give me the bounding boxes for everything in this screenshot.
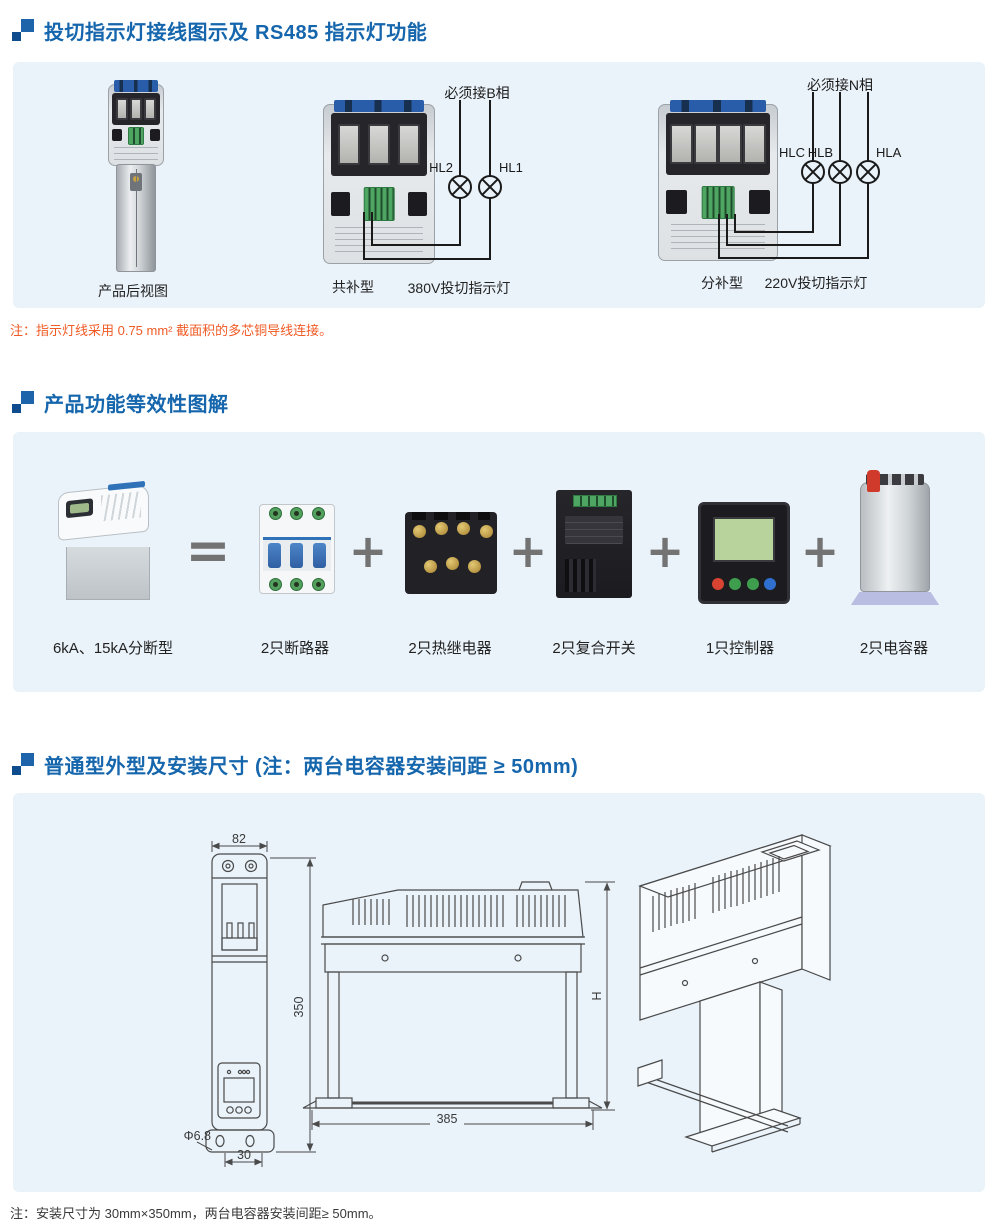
terminal-strip [669, 100, 767, 112]
section3-header: 普通型外型及安装尺寸 (注：两台电容器安装间距 ≥ 50mm) [12, 750, 578, 779]
indicator-connector [701, 185, 735, 219]
rear-view-label: 产品后视图 [98, 283, 168, 299]
switch-heatsink [565, 559, 596, 592]
dim-hole-diameter: Φ6.8 [184, 1129, 211, 1143]
dimension-drawings-svg: 82 350 30 Φ6.8 [184, 832, 832, 1167]
controller-lcd [713, 517, 775, 562]
phase-b-note: 必须接B相 [444, 85, 510, 101]
switch-terminal-strip [572, 495, 618, 508]
product-rear-view-image [108, 80, 164, 166]
side-view-dimension-lines [311, 881, 615, 1130]
lcd-screen [66, 498, 93, 518]
lamps-380v [448, 175, 502, 199]
terminal-strip [113, 80, 159, 92]
plus-sign: + [508, 524, 548, 578]
section1-header: 投切指示灯接线图示及 RS485 指示灯功能 [12, 16, 427, 45]
lamp-label-hlc: HLC [779, 145, 805, 160]
rj45-port-icon [112, 129, 122, 141]
section-bullet-icon [12, 391, 34, 414]
relay-label: 2只热继电器 [408, 640, 492, 657]
wiring-note: 注：指示灯线采用 0.75 mm² 截面积的多芯铜导线连接。 [10, 323, 333, 338]
rj45-port-icon [748, 190, 770, 214]
label-text-lines [670, 224, 766, 253]
breaker-label: 2只断路器 [260, 640, 330, 657]
dim-h: H [590, 991, 604, 1000]
product-body [65, 546, 150, 600]
common-type-label: 共补型 [332, 279, 374, 295]
product-head [58, 480, 149, 541]
blue-stripe [107, 480, 145, 491]
smart-capacitor-image [58, 480, 166, 602]
capacitor-body [860, 482, 930, 592]
dim-height: 350 [292, 997, 306, 1018]
capacitor-label: 2只电容器 [859, 640, 929, 657]
terminal-block [112, 93, 160, 125]
indicator-connector [127, 126, 145, 145]
side-view-drawing [302, 881, 603, 1109]
capacitor-base [850, 591, 940, 605]
circuit-breaker-image [259, 504, 335, 594]
common-type-device-image [323, 100, 435, 264]
switch-label-plate [565, 515, 623, 544]
split-wiring-label: 220V投切指示灯 [764, 275, 868, 291]
terminal-block [330, 113, 428, 177]
capacitor-red-cap [867, 470, 881, 492]
rj45-port-icon [666, 190, 688, 214]
section2-header: 产品功能等效性图解 [12, 388, 229, 417]
breaker-handles [262, 536, 332, 572]
plus-sign: + [348, 524, 388, 578]
product-label: 6kA、15kA分断型 [52, 640, 174, 657]
label-text-lines [335, 226, 423, 256]
lamps-220v [801, 160, 880, 184]
dim-hole-pitch: 30 [237, 1148, 251, 1162]
equals-sign: = [185, 519, 231, 582]
composite-switch-image [556, 490, 632, 598]
wiring-panel: 产品后视图 共补型 380V投切指示灯 必须接B相 分补型 220V投切指示灯 … [13, 62, 985, 308]
section1-title: 投切指示灯接线图示及 RS485 指示灯功能 [44, 22, 428, 44]
terminal-block [666, 113, 770, 175]
rj45-port-icon [330, 191, 351, 216]
installation-note: 注：安装尺寸为 30mm×350mm，两台电容器安装间距≥ 50mm。 [10, 1206, 382, 1221]
phase-n-note: 必须接N相 [806, 77, 874, 93]
split-type-label: 分补型 [701, 275, 743, 291]
front-view-dimension-lines [196, 841, 316, 1167]
lamp-label-hla: HLA [876, 145, 902, 160]
section-bullet-icon [12, 753, 34, 776]
vent-lines [100, 491, 142, 522]
thermal-relay-image [405, 512, 497, 594]
breaker-top-terminals [264, 507, 329, 521]
breaker-bottom-terminals [264, 577, 329, 591]
front-view-drawing [205, 853, 275, 1153]
terminal-strip [333, 100, 425, 112]
rj45-port-icon [407, 191, 428, 216]
capacitor-terminals [865, 474, 925, 485]
lamp-label-hl1: HL1 [499, 160, 523, 175]
dim-top-width: 82 [232, 832, 246, 846]
split-type-device-image [658, 100, 778, 261]
label-text-lines [114, 146, 158, 161]
section3-title: 普通型外型及安装尺寸 (注：两台电容器安装间距 ≥ 50mm) [44, 756, 579, 778]
lamp-label-hlb: HLB [808, 145, 833, 160]
controller-buttons [710, 578, 779, 591]
indicator-connector [363, 187, 395, 221]
capacitor-image [849, 470, 941, 605]
plus-sign: + [800, 524, 840, 578]
controller-label: 1只控制器 [705, 640, 775, 657]
switch-label: 2只复合开关 [552, 640, 636, 657]
isometric-view-drawing [637, 834, 832, 1153]
dimensions-panel: 82 350 30 Φ6.8 [13, 793, 985, 1192]
plus-sign: + [645, 524, 685, 578]
section2-title: 产品功能等效性图解 [44, 394, 229, 416]
common-wiring-label: 380V投切指示灯 [407, 280, 511, 296]
rj45-port-icon [150, 129, 160, 141]
section-bullet-icon [12, 19, 34, 42]
equivalence-panel: 6kA、15kA分断型 = 2只断路器 + 2只热继电器 + 2只复合开关 + [13, 432, 985, 692]
controller-image [698, 502, 790, 604]
product-rear-body-image [116, 164, 156, 272]
dim-depth: 385 [437, 1112, 458, 1126]
clamp [130, 173, 142, 191]
